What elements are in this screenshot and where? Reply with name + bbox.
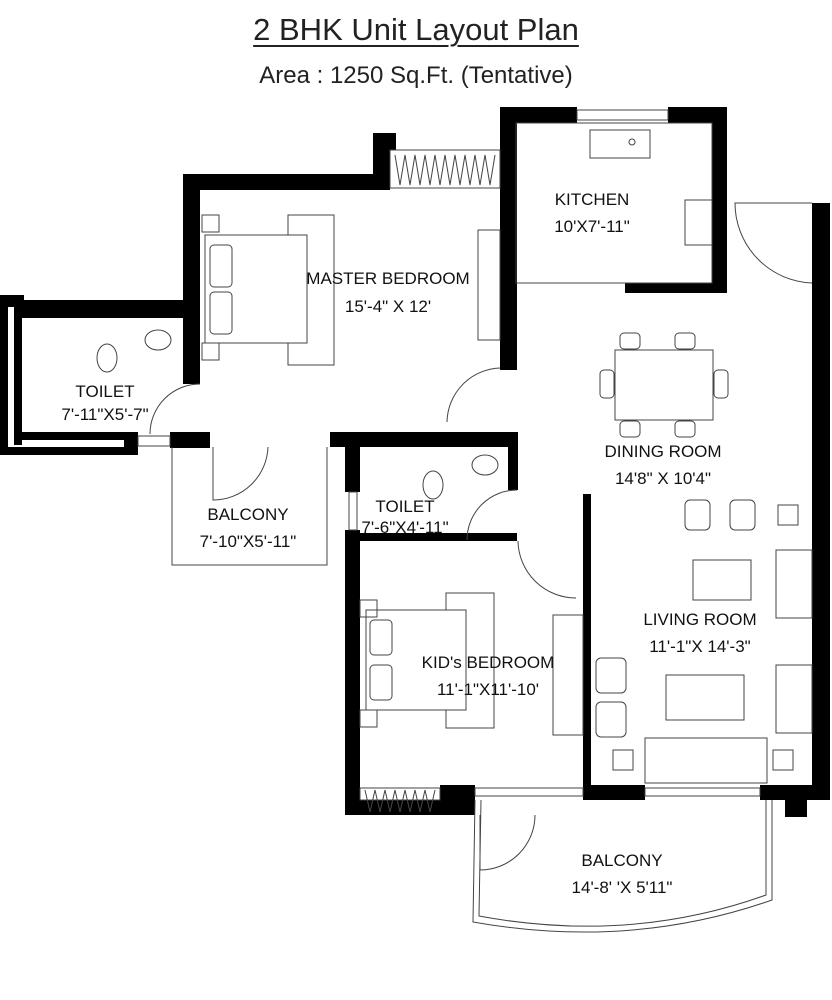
- room-size-balcony-1: 7'-10"X5'-11": [200, 532, 297, 551]
- room-labels: KITCHEN 10'X7'-11" MASTER BEDROOM 15'-4"…: [61, 190, 756, 897]
- room-size-kids-bedroom: 11'-1"X11'-10': [437, 680, 539, 699]
- room-name-balcony-2: BALCONY: [581, 851, 662, 870]
- room-name-balcony-1: BALCONY: [207, 505, 288, 524]
- room-size-balcony-2: 14'-8' 'X 5'11": [572, 878, 673, 897]
- plan-title: 2 BHK Unit Layout Plan: [253, 12, 579, 47]
- room-size-toilet-1: 7'-11"X5'-7": [61, 405, 148, 424]
- room-size-toilet-2: 7'-6"X4'-11": [361, 518, 448, 537]
- room-name-kitchen: KITCHEN: [555, 190, 630, 209]
- room-name-living-room: LIVING ROOM: [643, 610, 756, 629]
- furniture: [96, 109, 813, 933]
- room-size-living-room: 11'-1"X 14'-3": [649, 637, 750, 656]
- plan-area: Area : 1250 Sq.Ft. (Tentative): [259, 62, 573, 89]
- room-name-dining-room: DINING ROOM: [604, 442, 721, 461]
- walls: [0, 107, 830, 817]
- room-size-master-bedroom: 15'-4" X 12': [345, 297, 431, 316]
- room-size-kitchen: 10'X7'-11": [554, 217, 630, 236]
- room-name-toilet-1: TOILET: [75, 382, 134, 401]
- room-name-kids-bedroom: KID's BEDROOM: [422, 653, 555, 672]
- room-name-toilet-2: TOILET: [375, 497, 434, 516]
- room-size-dining-room: 14'8" X 10'4": [615, 469, 711, 488]
- room-name-master-bedroom: MASTER BEDROOM: [306, 269, 469, 288]
